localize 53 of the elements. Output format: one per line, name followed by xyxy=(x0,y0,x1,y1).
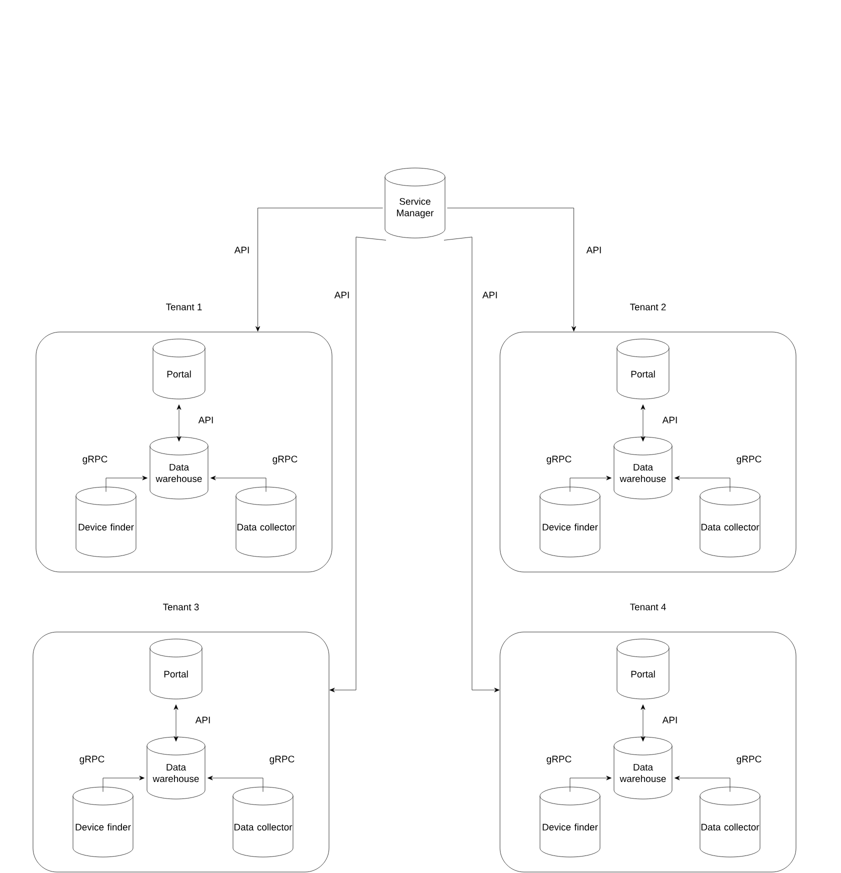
edge-label: API xyxy=(482,292,497,298)
cylinder: Portal xyxy=(150,638,202,700)
edge-label: API xyxy=(198,416,213,424)
cylinder: Data warehouse xyxy=(614,436,672,500)
edge-label: gRPC xyxy=(736,756,762,764)
cylinder: Data warehouse xyxy=(614,736,672,800)
arrow xyxy=(208,776,264,792)
arrow xyxy=(570,776,612,792)
arrow xyxy=(674,776,730,792)
cylinder: Service Manager xyxy=(384,168,446,238)
arrow xyxy=(570,476,612,492)
cylinder: Device finder xyxy=(540,786,600,858)
cylinder: Data collector xyxy=(232,786,294,858)
arrow xyxy=(640,404,646,442)
cylinder: Data collector xyxy=(700,786,760,858)
arrow xyxy=(640,704,646,742)
tenant-heading: Tenant 1 xyxy=(166,304,202,310)
edge-label: API xyxy=(334,292,349,298)
arrow xyxy=(674,476,730,492)
edge-label: gRPC xyxy=(272,456,298,464)
arrow xyxy=(176,404,182,442)
tenant-heading: Tenant 2 xyxy=(630,304,666,310)
arrow xyxy=(256,208,383,332)
arrow xyxy=(447,208,576,332)
cylinder: Data warehouse xyxy=(150,436,208,500)
cylinder: Device finder xyxy=(540,486,600,558)
arrow xyxy=(330,236,386,692)
arrow xyxy=(444,236,500,692)
edge-label: API xyxy=(662,416,677,424)
edge-label: API xyxy=(234,246,249,254)
edge-label: gRPC xyxy=(546,756,572,764)
cylinder: Data collector xyxy=(700,486,760,558)
arrow xyxy=(106,476,148,492)
cylinder: Device finder xyxy=(76,486,136,558)
edge-label: API xyxy=(662,716,677,724)
tenant-heading: Tenant 3 xyxy=(163,604,199,610)
edge-label: gRPC xyxy=(736,456,762,464)
cylinder: Portal xyxy=(616,638,670,700)
edge-label: gRPC xyxy=(82,456,108,464)
arrow xyxy=(210,476,266,492)
cylinder: Data collector xyxy=(236,486,296,558)
edge-label: gRPC xyxy=(546,456,572,464)
edge-label: gRPC xyxy=(270,756,294,764)
edge-label: API xyxy=(195,716,210,724)
arrow xyxy=(174,704,178,742)
cylinder: Portal xyxy=(616,338,670,400)
edge-label: gRPC xyxy=(80,756,104,764)
arrow xyxy=(102,776,144,792)
cylinder: Data warehouse xyxy=(146,736,206,800)
cylinder: Device finder xyxy=(72,786,134,858)
tenant-heading: Tenant 4 xyxy=(630,604,666,610)
edge-label: API xyxy=(586,246,601,254)
cylinder: Portal xyxy=(152,338,206,400)
